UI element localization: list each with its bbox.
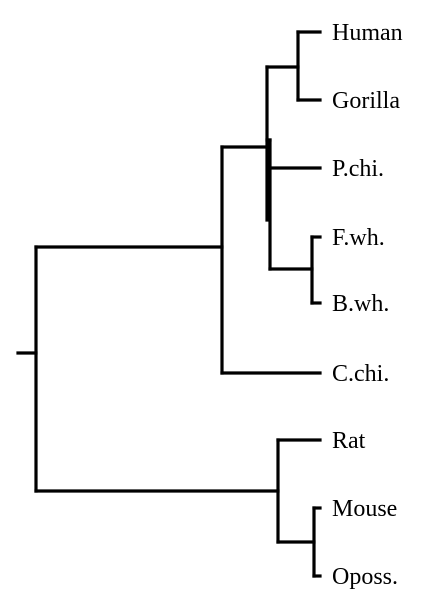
leaf-label-fwh: F.wh. [332, 225, 385, 251]
leaf-label-rat: Rat [332, 428, 366, 454]
leaf-label-pchi: P.chi. [332, 156, 384, 182]
leaf-label-cchi: C.chi. [332, 361, 389, 387]
leaf-label-human: Human [332, 20, 403, 46]
leaf-label-mouse: Mouse [332, 496, 397, 522]
leaf-label-bwh: B.wh. [332, 291, 389, 317]
leaf-label-oposs: Oposs. [332, 564, 398, 590]
leaf-label-gorilla: Gorilla [332, 88, 400, 114]
